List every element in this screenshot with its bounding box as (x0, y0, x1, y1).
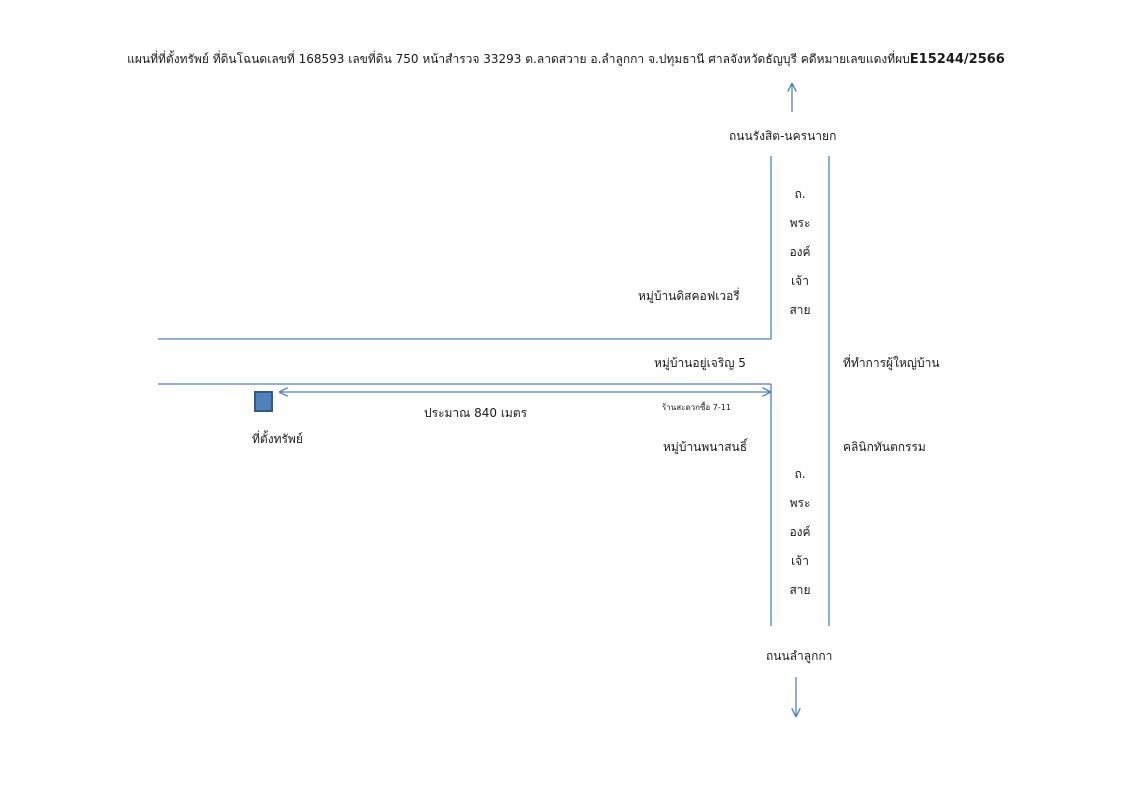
vertical-road-label-lower: ถ. พระ องค์ เจ้า สาย (770, 460, 830, 605)
village-middle-label: หมู่บ้านอยู่เจริญ 5 (654, 356, 746, 370)
vertical-road-word: พระ (789, 496, 811, 510)
south-road-label: ถนนลำลูกกา (766, 649, 833, 663)
village-lower-label: หมู่บ้านพนาสนธิ์ (663, 440, 748, 454)
vertical-road-word: สาย (789, 583, 811, 597)
headman-office-label: ที่ทำการผู้ใหญ่บ้าน (843, 356, 940, 370)
vertical-road-word: ถ. (794, 187, 806, 201)
dental-clinic-label: คลินิกทันตกรรม (843, 440, 926, 454)
village-upper-label: หมู่บ้านดิสคอฟเวอรี่ (638, 289, 740, 303)
vertical-road-word: พระ (789, 216, 811, 230)
vertical-road-word: สาย (789, 303, 811, 317)
map-title-text: แผนที่ที่ตั้งทรัพย์ ที่ดินโฉนดเลขที่ 168… (127, 52, 910, 66)
distance-label: ประมาณ 840 เมตร (424, 406, 528, 420)
vertical-road-word: เจ้า (791, 554, 809, 568)
north-road-label: ถนนรังสิต-นครนายก (729, 129, 837, 143)
vertical-road-word: องค์ (789, 245, 811, 259)
vertical-road-word: เจ้า (791, 274, 809, 288)
vertical-road-word: ถ. (794, 467, 806, 481)
store-label: ร้านสะดวกซื้อ 7-11 (662, 403, 731, 412)
property-label: ที่ตั้งทรัพย์ (252, 432, 303, 446)
vertical-road-label-upper: ถ. พระ องค์ เจ้า สาย (770, 180, 830, 325)
case-number: E15244/2566 (909, 52, 1005, 67)
property-marker (254, 391, 273, 412)
vertical-road-word: องค์ (789, 525, 811, 539)
map-title: แผนที่ที่ตั้งทรัพย์ ที่ดินโฉนดเลขที่ 168… (0, 50, 1132, 69)
